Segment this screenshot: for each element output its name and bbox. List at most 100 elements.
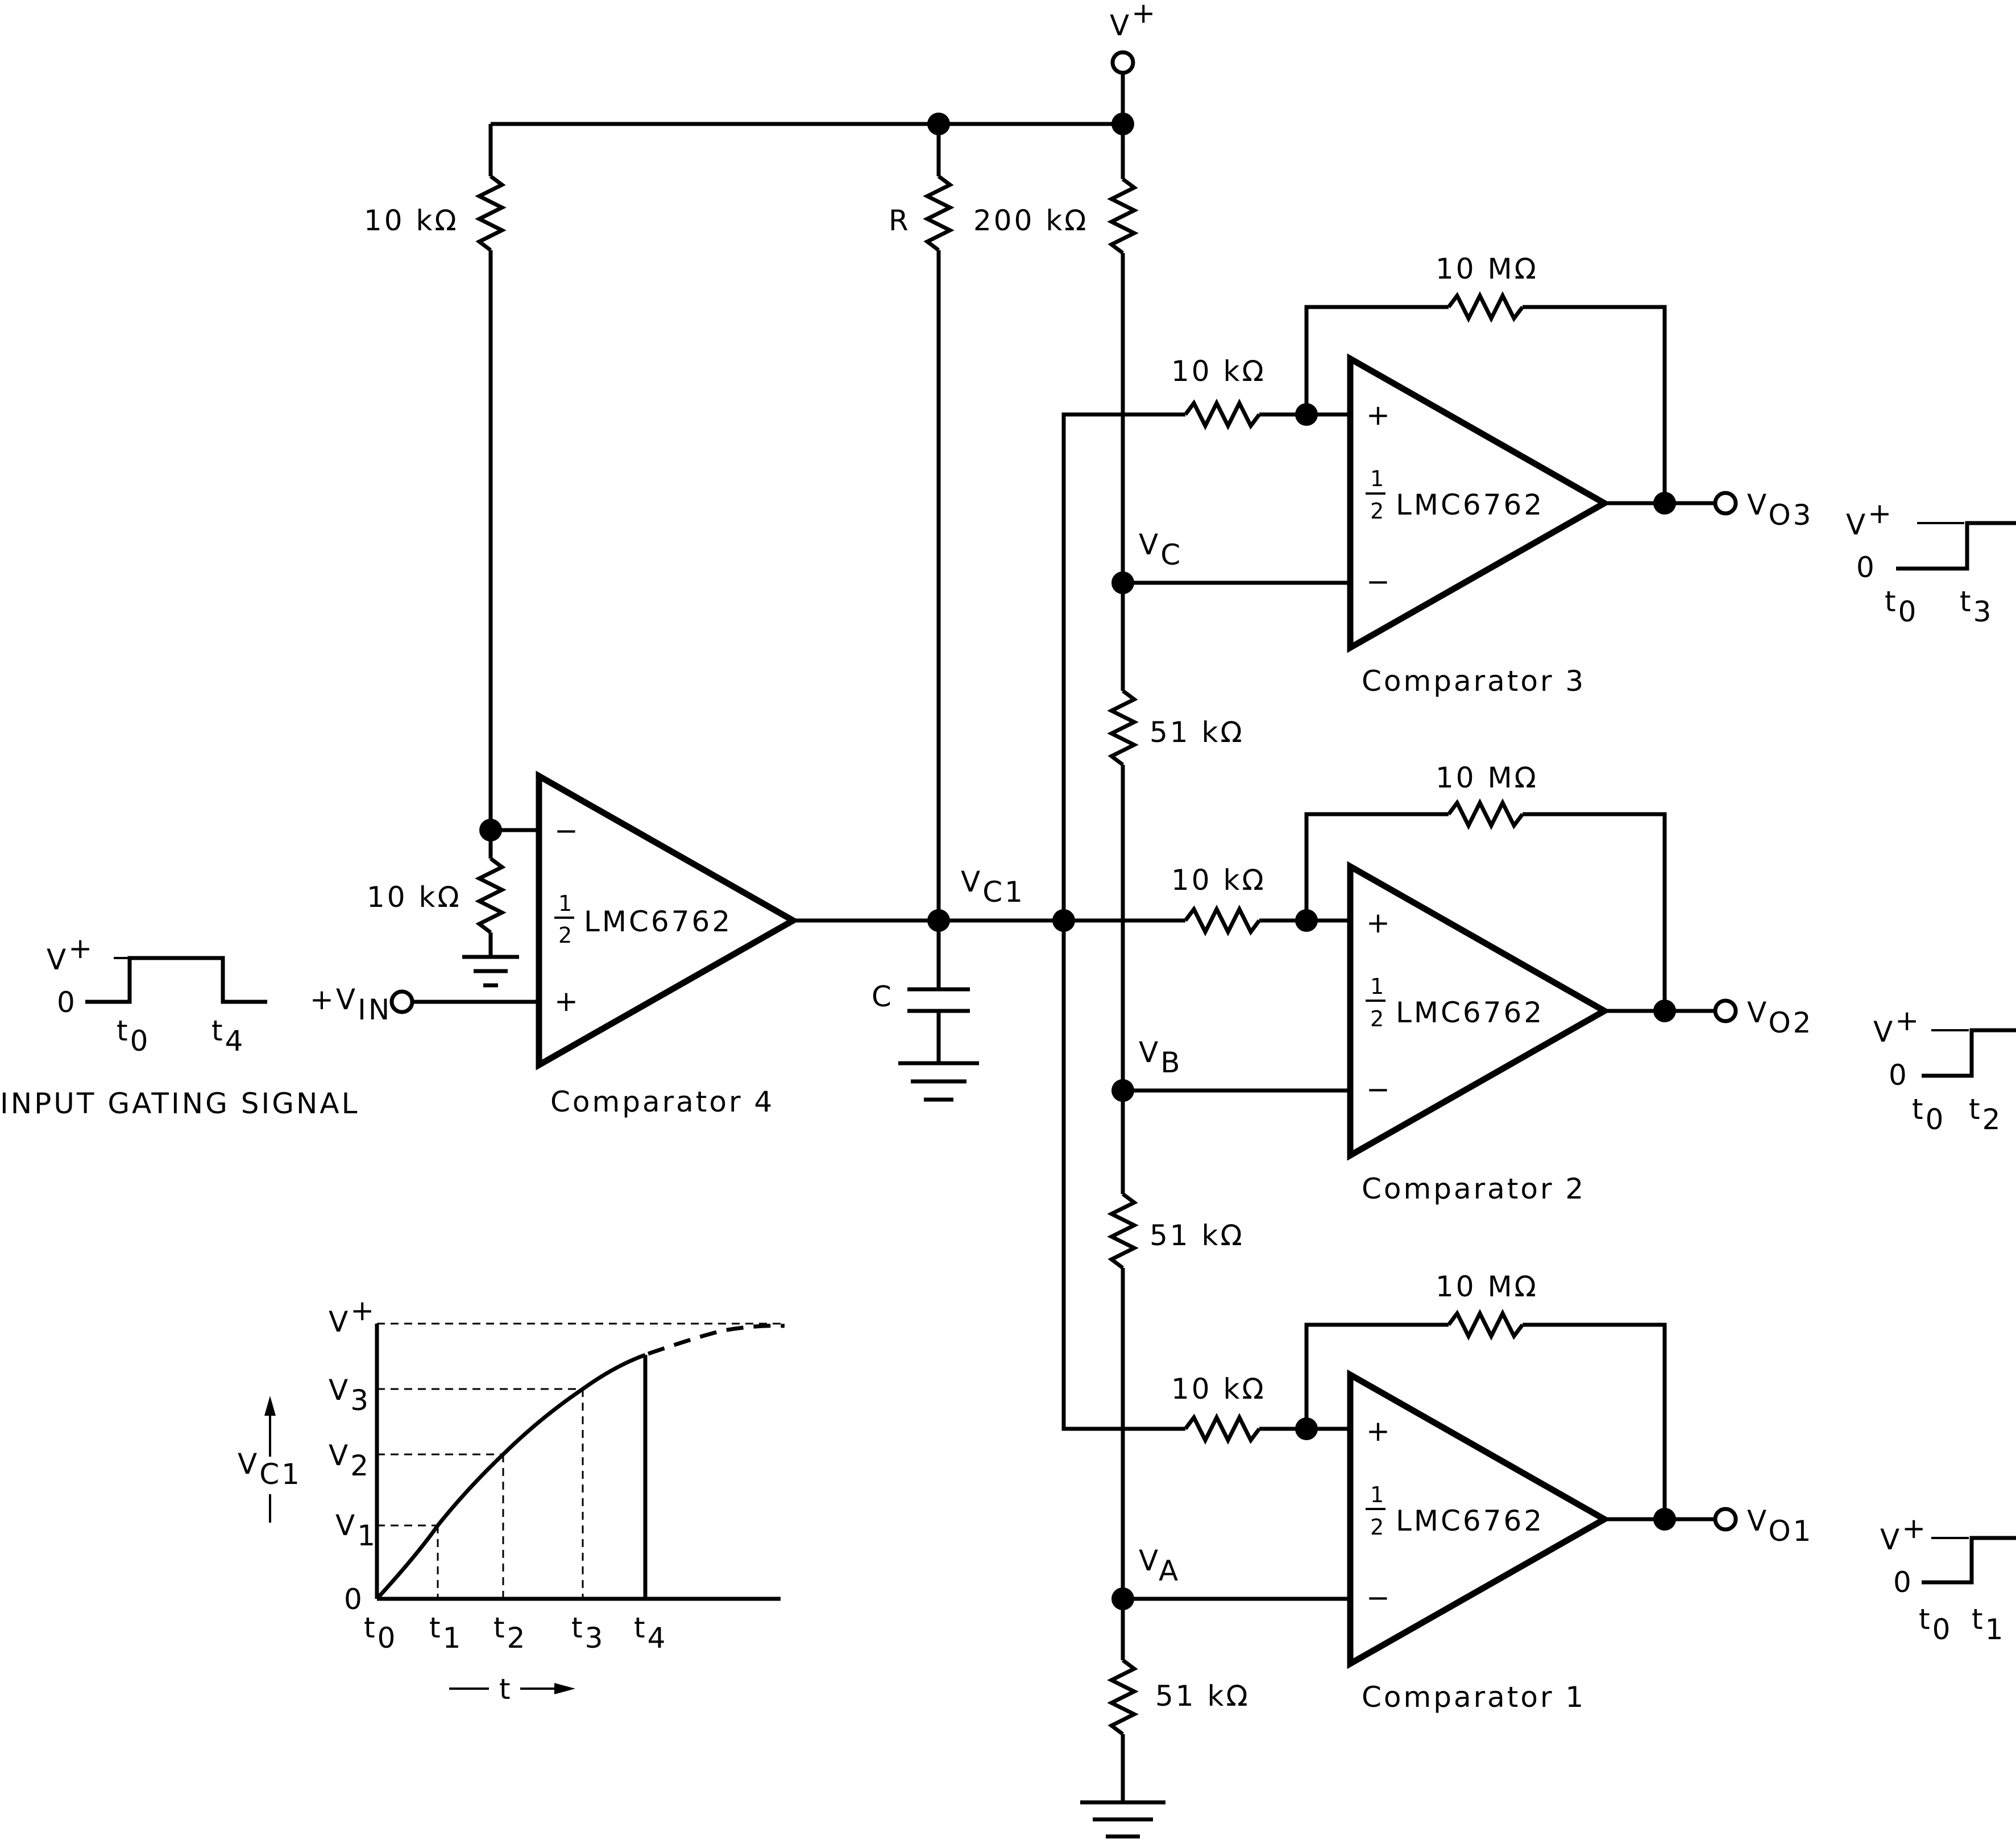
time-arrow [449, 1683, 575, 1694]
comp3-part: LMC6762 [1396, 488, 1544, 521]
out2-vplus: V+ [1873, 1004, 1921, 1048]
label-r-timing: R [889, 204, 911, 237]
junction-dot [1295, 403, 1318, 426]
resistor-ladder-c [1107, 689, 1139, 766]
vplus-terminal [1110, 50, 1135, 75]
resistor-ladder-b [1107, 1192, 1139, 1270]
label-r-fb-1: 10 MΩ [1436, 1270, 1538, 1303]
input-wave-zero: 0 [57, 986, 77, 1019]
label-r-ladder-top: 200 kΩ [973, 204, 1089, 237]
comp4-name: Comparator 4 [550, 1085, 774, 1118]
out1-vplus: V+ [1880, 1512, 1928, 1556]
ground-symbol [462, 955, 519, 988]
ground-symbol [1080, 1800, 1165, 1839]
label-vo3: VO3 [1747, 488, 1814, 532]
comp4-part: LMC6762 [584, 905, 732, 938]
label-r-in-2: 10 kΩ [1171, 864, 1266, 897]
input-gating-caption: INPUT GATING SIGNAL [0, 1087, 359, 1120]
input-net [389, 989, 539, 1014]
resistor-fb-3 [1447, 291, 1524, 323]
comp2-half-fraction: 1 2 [1366, 974, 1386, 1031]
comp4-half-fraction: 1 2 [554, 891, 574, 948]
graph-ylabel: VC1 [238, 1448, 302, 1491]
resistor-fb-2 [1447, 798, 1524, 830]
comparator-3-block [1184, 291, 1738, 653]
comp1-plus: + [1366, 1415, 1392, 1448]
input-wave-vplus: V+ [47, 932, 94, 976]
out1-zero: 0 [1893, 1566, 1914, 1599]
graph-xtick-t4: t4 [634, 1611, 667, 1655]
junction-dot [1295, 1417, 1318, 1440]
label-r-bottom-div: 10 kΩ [367, 881, 462, 914]
out2-zero: 0 [1889, 1059, 1909, 1092]
svg-text:2: 2 [1370, 1006, 1385, 1031]
out3-t0: t0 [1885, 585, 1918, 628]
svg-text:2: 2 [558, 923, 573, 948]
resistor-bottom-div [475, 857, 507, 934]
graph-xtick-t3: t3 [571, 1611, 605, 1655]
comp4-minus: − [554, 814, 580, 847]
vc1-timing-graph [264, 1322, 785, 1694]
output-waveform-2 [1922, 1028, 2016, 1078]
comp1-name: Comparator 1 [1362, 1681, 1586, 1714]
label-va: VA [1139, 1544, 1180, 1587]
graph-xlabel: t [499, 1673, 513, 1706]
out2-t0: t0 [1912, 1093, 1946, 1136]
junction-dot [1653, 492, 1676, 515]
graph-ytick-v3: V3 [329, 1374, 371, 1417]
svg-text:1: 1 [1370, 974, 1385, 999]
comparator-2-block [1184, 798, 1738, 1161]
junction-dot [1653, 1508, 1676, 1531]
label-r-ladder-b: 51 kΩ [1150, 1219, 1245, 1252]
junction-dot [1653, 1000, 1676, 1022]
junction-dot [1111, 1587, 1134, 1610]
vo3-terminal [1713, 491, 1738, 516]
label-r-ladder-c: 51 kΩ [1150, 716, 1245, 749]
supply-label: V+ [1110, 0, 1158, 42]
comp1-minus: − [1366, 1581, 1392, 1614]
label-r-ladder-a: 51 kΩ [1155, 1680, 1250, 1713]
output-waveform-1 [1922, 1536, 2016, 1585]
vc1-up-arrow [264, 1396, 276, 1523]
label-capacitor: C [872, 980, 894, 1013]
junction-dot [1111, 1079, 1134, 1102]
comp4-plus: + [554, 985, 580, 1018]
resistor-ladder-a [1107, 1659, 1139, 1736]
graph-ytick-v1: V1 [335, 1509, 378, 1552]
vc1-charge-curve [375, 1353, 646, 1601]
comp2-part: LMC6762 [1396, 996, 1544, 1029]
comp2-name: Comparator 2 [1362, 1172, 1586, 1205]
ground-symbol [898, 1061, 979, 1102]
vo1-terminal [1713, 1507, 1738, 1532]
label-r-fb-3: 10 MΩ [1436, 252, 1538, 285]
label-r-in-1: 10 kΩ [1171, 1373, 1266, 1405]
out2-t2: t2 [1969, 1093, 2002, 1136]
comparator-3 [1347, 353, 1611, 653]
comp2-minus: − [1366, 1073, 1392, 1106]
label-vin: +VIN [310, 983, 392, 1026]
rc-network [898, 124, 1075, 1102]
comp1-half-fraction: 1 2 [1366, 1482, 1386, 1540]
junction-dot [1111, 571, 1134, 594]
input-wave-t0: t0 [117, 1014, 150, 1058]
resistor-fb-1 [1447, 1309, 1524, 1341]
input-wave-t4: t4 [211, 1014, 245, 1058]
graph-xtick-t2: t2 [493, 1611, 527, 1655]
resistor-in-2 [1184, 905, 1261, 936]
comp3-half-fraction: 1 2 [1366, 466, 1386, 524]
comparator-2 [1347, 861, 1611, 1161]
comp2-plus: + [1366, 906, 1392, 939]
label-vc1: VC1 [961, 865, 1025, 909]
resistor-top-div [475, 175, 507, 252]
svg-text:2: 2 [1370, 1515, 1385, 1540]
label-r-in-3: 10 kΩ [1171, 355, 1266, 388]
graph-xtick-t0: t0 [364, 1611, 397, 1655]
out3-vplus: V+ [1846, 497, 1894, 541]
graph-ytick-vplus: V+ [329, 1294, 376, 1338]
svg-text:1: 1 [558, 891, 573, 916]
label-vc: VC [1139, 528, 1183, 571]
label-vb: VB [1139, 1036, 1183, 1079]
graph-xtick-t1: t1 [429, 1611, 463, 1655]
resistor-in-1 [1184, 1413, 1261, 1445]
comp3-name: Comparator 3 [1362, 665, 1586, 698]
